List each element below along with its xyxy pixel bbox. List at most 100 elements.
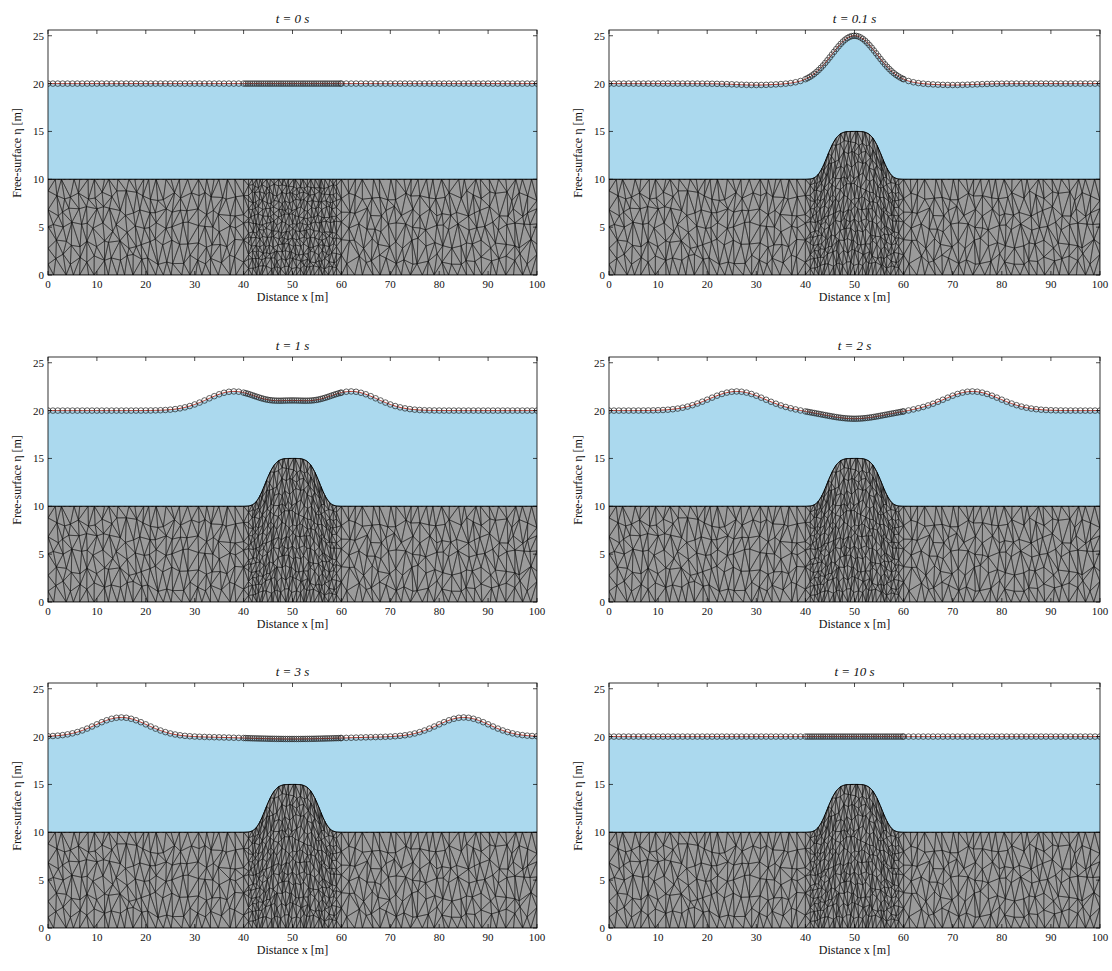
y-axis-label: Free-surface η [m]: [572, 435, 584, 525]
triangular-mesh: [48, 458, 537, 602]
x-tick-label: 0: [606, 279, 612, 290]
y-tick-label: 10: [594, 827, 605, 838]
y-tick-label: 10: [594, 501, 605, 512]
x-tick-label: 70: [385, 932, 396, 943]
axes-box: [609, 30, 1100, 275]
panel-title: t = 2 s: [838, 339, 872, 352]
surface-markers: [609, 734, 1100, 740]
x-tick-label: 70: [947, 932, 958, 943]
x-tick-label: 60: [898, 279, 909, 290]
y-tick-label: 20: [594, 78, 605, 89]
axes-box: [48, 683, 537, 928]
bed-line: [48, 458, 537, 506]
triangular-mesh: [48, 784, 537, 928]
y-axis-label: Free-surface η [m]: [572, 761, 584, 851]
y-tick-label: 25: [594, 683, 605, 694]
x-tick-label: 50: [287, 279, 298, 290]
bed-line: [609, 784, 1100, 832]
water-region: [48, 84, 537, 180]
panel-title: t = 0 s: [276, 12, 310, 25]
x-axis-label: Distance x [m]: [819, 944, 890, 956]
x-tick-label: 0: [606, 932, 612, 943]
y-tick-label: 0: [39, 923, 45, 934]
x-axis-label: Distance x [m]: [257, 618, 328, 630]
sediment-region: [609, 458, 1100, 602]
x-tick-label: 100: [1092, 932, 1109, 943]
y-tick-label: 25: [594, 30, 605, 41]
x-tick-label: 90: [1045, 606, 1056, 617]
x-tick-label: 90: [483, 606, 494, 617]
y-tick-label: 0: [39, 270, 45, 281]
x-tick-label: 60: [898, 932, 909, 943]
bed-line: [48, 784, 537, 832]
x-tick-label: 80: [996, 932, 1007, 943]
x-tick-label: 80: [996, 279, 1007, 290]
surface-markers: [48, 81, 537, 87]
axis-ticks: [609, 30, 1100, 275]
y-tick-label: 20: [33, 405, 44, 416]
bed-line: [609, 458, 1100, 506]
y-axis-label: Free-surface η [m]: [11, 761, 23, 851]
x-tick-label: 10: [653, 932, 664, 943]
y-axis-label: Free-surface η [m]: [11, 435, 23, 525]
y-tick-label: 10: [33, 174, 44, 185]
x-axis-label: Distance x [m]: [819, 291, 890, 303]
y-tick-label: 15: [594, 126, 605, 137]
x-tick-label: 70: [947, 606, 958, 617]
x-tick-label: 20: [702, 932, 713, 943]
y-tick-label: 20: [33, 78, 44, 89]
axes-box: [609, 683, 1100, 928]
panel-title: t = 0.1 s: [833, 12, 876, 25]
y-tick-label: 10: [33, 827, 44, 838]
snapshot-panel: [606, 683, 1103, 928]
x-axis-label: Distance x [m]: [257, 944, 328, 956]
x-tick-label: 80: [996, 606, 1007, 617]
y-tick-label: 10: [33, 501, 44, 512]
panel-title: t = 1 s: [276, 339, 310, 352]
surface-markers: [609, 389, 1100, 422]
x-tick-label: 90: [1045, 932, 1056, 943]
y-tick-label: 0: [600, 597, 606, 608]
x-tick-label: 0: [45, 606, 51, 617]
sediment-region: [609, 784, 1100, 928]
sediment-region: [609, 131, 1100, 275]
x-tick-label: 50: [849, 606, 860, 617]
axes-box: [609, 357, 1100, 602]
surface-markers: [609, 33, 1100, 88]
y-tick-label: 25: [33, 683, 44, 694]
triangular-mesh: [609, 458, 1100, 602]
y-tick-label: 5: [600, 875, 606, 886]
x-tick-label: 70: [385, 606, 396, 617]
snapshot-panel: [45, 357, 540, 602]
x-tick-label: 100: [529, 279, 546, 290]
sediment-region: [48, 784, 537, 928]
axis-ticks: [48, 683, 537, 928]
snapshot-panel: [606, 357, 1103, 602]
x-tick-label: 50: [287, 606, 298, 617]
bed-line: [609, 131, 1100, 179]
axis-ticks: [609, 683, 1100, 928]
y-tick-label: 5: [39, 222, 45, 233]
snapshot-panel: [606, 30, 1103, 275]
x-tick-label: 20: [140, 279, 151, 290]
triangular-mesh: [48, 179, 537, 275]
x-tick-label: 30: [751, 606, 762, 617]
y-tick-label: 5: [600, 222, 606, 233]
free-surface-line: [609, 36, 1100, 85]
x-tick-label: 50: [849, 279, 860, 290]
y-tick-label: 15: [33, 779, 44, 790]
x-tick-label: 50: [849, 932, 860, 943]
surface-markers: [48, 389, 537, 414]
y-tick-label: 0: [39, 597, 45, 608]
x-tick-label: 90: [483, 932, 494, 943]
bed-line: [48, 179, 537, 180]
sediment-region: [48, 458, 537, 602]
x-tick-label: 30: [751, 932, 762, 943]
free-surface-line: [48, 717, 537, 739]
x-tick-label: 70: [385, 279, 396, 290]
x-tick-label: 50: [287, 932, 298, 943]
y-tick-label: 5: [39, 549, 45, 560]
x-tick-label: 60: [336, 932, 347, 943]
y-tick-label: 20: [594, 405, 605, 416]
